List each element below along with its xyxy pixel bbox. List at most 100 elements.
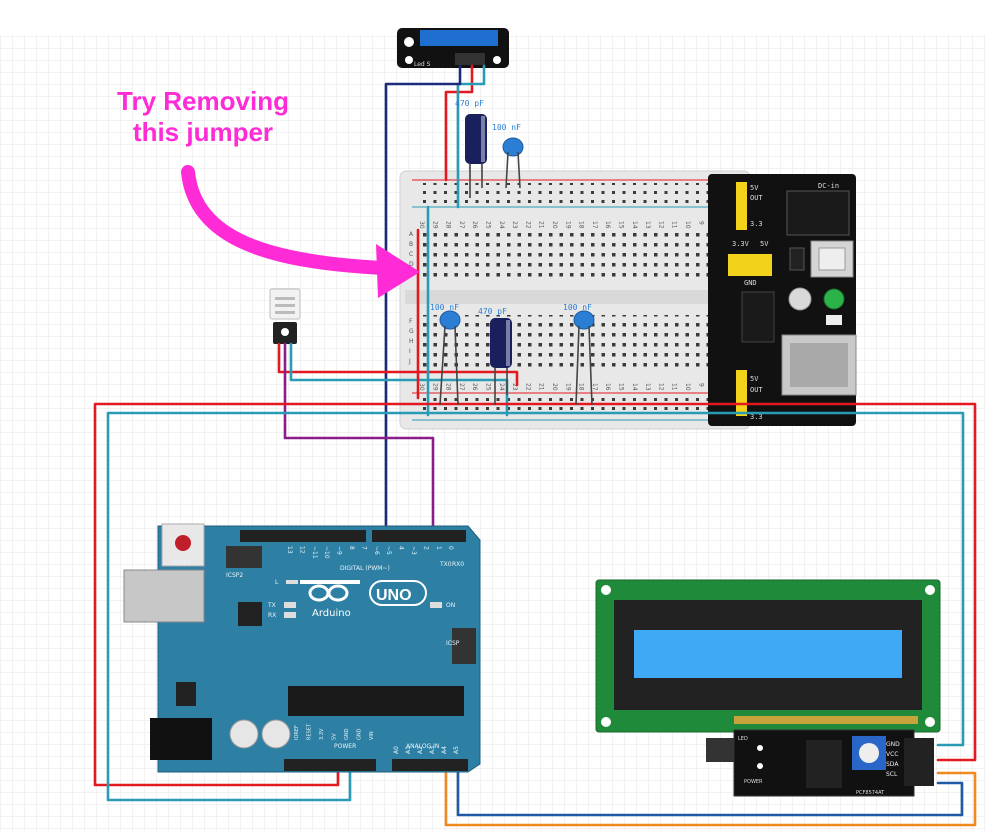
- arduino-analog-pin-label: A3: [429, 746, 436, 754]
- wire-sda: [444, 763, 977, 827]
- arduino-analog-pin-label: A2: [417, 746, 424, 754]
- arduino-digital-pin-label: 1: [435, 546, 442, 550]
- lcd-chip-label: PCF8574AT: [856, 790, 885, 796]
- power-header-label: POWER: [334, 743, 356, 750]
- breadboard-column-number-top: 12: [657, 221, 664, 229]
- breadboard-column-number-bottom: 24: [498, 383, 505, 391]
- capacitor-100-right[interactable]: [573, 310, 595, 406]
- breadboard-column-number-top: 17: [591, 221, 598, 229]
- arduino-power-pin-label: IOREF: [294, 725, 300, 740]
- reset-label: RESET: [172, 560, 192, 567]
- tx0-label: TX0: [439, 561, 452, 568]
- rx0-label: RX0: [452, 561, 464, 568]
- breadboard-column-number-bottom: 27: [458, 383, 465, 391]
- arduino-power-pin-label: RESET: [307, 723, 313, 740]
- sensor-module-label: Led S: [414, 61, 431, 68]
- breadboard-column-number-top: 16: [604, 221, 611, 229]
- breadboard-column-number-top: 20: [551, 221, 558, 229]
- breadboard-column-number-top: 25: [485, 221, 492, 229]
- arduino-brand-text: Arduino: [312, 608, 351, 619]
- breadboard-column-number-bottom: 12: [657, 383, 664, 391]
- arduino-digital-pin-label: ~11: [311, 546, 318, 559]
- arduino-digital-pin-label: 7: [360, 546, 367, 550]
- out-bottom-label: OUT: [750, 386, 763, 394]
- breadboard-column-number-bottom: 17: [591, 383, 598, 391]
- wire-dht-vcc: [277, 342, 519, 387]
- breadboard-column-number-bottom: 26: [471, 383, 478, 391]
- breadboard-column-number-bottom: 15: [618, 383, 625, 391]
- arduino-analog-pin-label: A5: [453, 746, 460, 754]
- l-led-label: L: [275, 579, 279, 586]
- icsp-label: ICSP: [446, 640, 460, 647]
- capacitor-100-left[interactable]: [439, 310, 461, 406]
- arduino-digital-pin-label: 8: [348, 546, 355, 550]
- arduino-digital-pin-label: ~6: [373, 546, 380, 555]
- breadboard-column-number-top: 22: [524, 221, 531, 229]
- lcd-1602-display[interactable]: [595, 579, 941, 733]
- breadboard-row-letter: G: [409, 328, 414, 335]
- lcd-pin-label: VCC: [886, 751, 898, 758]
- on-led-label: ON: [446, 602, 455, 609]
- breadboard-column-number-top: 27: [458, 221, 465, 229]
- lcd-i2c-backpack[interactable]: [706, 729, 934, 797]
- five-v-top-label: 5V: [750, 184, 759, 192]
- sensor-module[interactable]: [397, 28, 509, 68]
- arduino-model-text: UNO: [376, 587, 412, 604]
- breadboard-row-letter: F: [409, 318, 413, 325]
- cap-100-left-label: 100 nF: [430, 303, 459, 312]
- arduino-power-pin-label: VIN: [369, 731, 375, 740]
- wire-vcc-to-lcd: [598, 402, 977, 762]
- arduino-digital-pin-label: ~10: [323, 546, 330, 559]
- arduino-labels: RESET ICSP2 DIGITAL (PWM~) TX0 RX0 L TX …: [172, 560, 464, 750]
- arduino-uno-board[interactable]: [123, 523, 481, 773]
- breadboard-column-number-bottom: 13: [644, 383, 651, 391]
- dht-sensor[interactable]: [269, 288, 301, 344]
- breadboard-row-letter: C: [409, 251, 413, 258]
- capacitor-100-top[interactable]: [502, 137, 524, 189]
- cap-470-top-label: 470 pF: [455, 99, 484, 108]
- capacitor-470-top[interactable]: [465, 114, 487, 198]
- capacitor-470-mid[interactable]: [490, 318, 512, 405]
- cap-100-right-label: 100 nF: [563, 303, 592, 312]
- digital-label: DIGITAL (PWM~): [340, 565, 390, 572]
- power-supply-module[interactable]: [708, 174, 857, 426]
- arduino-analog-pin-label: A1: [405, 746, 412, 754]
- wire-sensor-signal: [384, 64, 462, 534]
- breadboard[interactable]: [399, 170, 751, 430]
- arduino-digital-pin-label: ~3: [410, 546, 417, 555]
- breadboard-column-number-bottom: 25: [485, 383, 492, 391]
- breadboard-column-number-top: 15: [618, 221, 625, 229]
- annotation-arrow: [181, 165, 420, 298]
- breadboard-column-number-bottom: 22: [524, 383, 531, 391]
- breadboard-column-number-bottom: 18: [578, 383, 585, 391]
- breadboard-column-number-bottom: 9: [697, 383, 704, 387]
- breadboard-column-number-bottom: 19: [564, 383, 571, 391]
- breadboard-column-number-bottom: 14: [631, 383, 638, 391]
- lcd-led-label: LED: [738, 736, 748, 742]
- breadboard-column-number-bottom: 10: [684, 383, 691, 391]
- cap-470-mid-label: 470 pF: [478, 307, 507, 316]
- lcd-pin-label: SDA: [886, 761, 899, 768]
- breadboard-column-number-top: 10: [684, 221, 691, 229]
- out-top-label: OUT: [750, 194, 763, 202]
- breadboard-row-letter: D: [409, 261, 414, 268]
- lcd-backpack-labels: LED POWER PCF8574AT: [738, 736, 885, 796]
- arduino-digital-pin-label: 13: [286, 546, 293, 554]
- v33-top-label: 3.3: [750, 220, 763, 228]
- breadboard-column-number-top: 21: [538, 221, 545, 229]
- breadboard-column-number-top: 19: [564, 221, 571, 229]
- v33-bottom-label: 3.3: [750, 413, 763, 421]
- arduino-digital-pin-label: 0: [447, 546, 454, 550]
- wire-scl: [456, 763, 964, 817]
- breadboard-column-number-top: 11: [671, 221, 678, 229]
- annotation-text: Try Removing this jumper: [98, 86, 308, 148]
- arduino-power-pin-label: 3.3V: [319, 728, 325, 740]
- breadboard-column-number-bottom: 16: [604, 383, 611, 391]
- arduino-digital-pin-label: 4: [398, 546, 405, 550]
